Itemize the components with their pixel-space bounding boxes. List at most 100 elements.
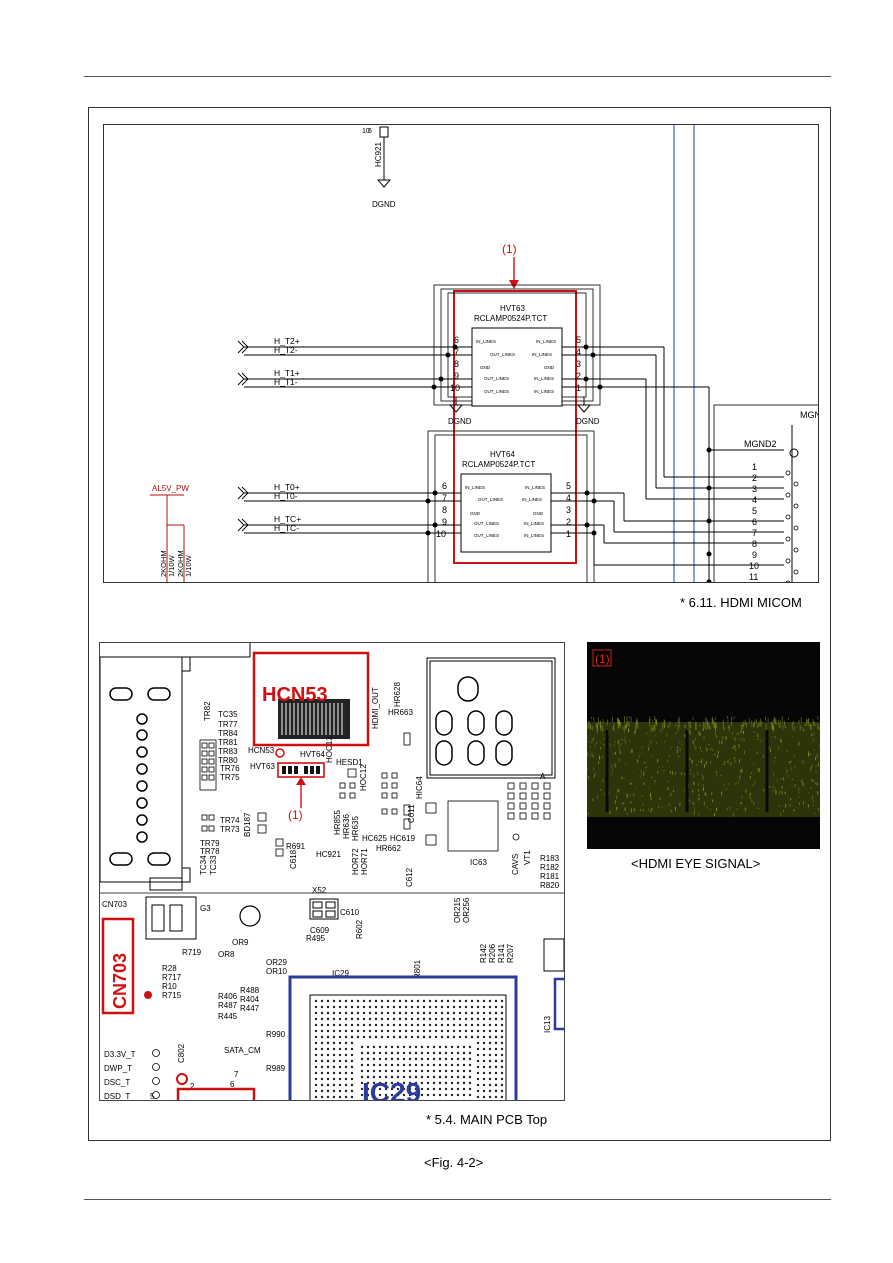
conn-pin-9: 9 [752,550,757,560]
hvt64-pin-r0: 5 [566,481,571,491]
ic13: IC13 [543,1016,552,1033]
tc33: TC33 [209,855,218,875]
bottom-highlight [176,1087,256,1100]
hdmi-out: HDMI_OUT [371,687,380,729]
schematic-caption: * 6.11. HDMI MICOM [680,595,802,610]
dgnd-label: DGND [372,200,396,209]
bd187: BD187 [243,812,252,837]
connector-partial-label: MGN [800,410,819,420]
hvt64-in-left-0: IN_LINES [465,485,485,490]
hvt64-pin-l4: 10 [436,529,446,539]
hvt64-in-left-1: OUT_LINES [478,497,503,502]
hvt64-part: RCLAMP0524P.TCT [462,460,535,469]
bga-inner-grid [360,1045,472,1100]
hvt63-pin-l3: 9 [454,371,459,381]
c618: C618 [289,849,298,869]
tr73: TR73 [220,825,240,834]
hr663: HR663 [388,708,413,717]
hvt64-in-left-3: OUT_LINES [474,521,499,526]
footer-rule [84,1199,831,1200]
pin-6-label: 6 [368,128,372,135]
tr78: TR78 [200,847,220,856]
or10: OR10 [266,967,287,976]
hvt64-in-right-4: IN_LINES [524,533,544,538]
r717: R717 [162,973,182,982]
num-6: 6 [230,1080,235,1089]
d33v-t: D3.3V_T [104,1050,136,1059]
tr74: TR74 [220,816,240,825]
tr82: TR82 [203,701,212,721]
r990: R990 [266,1030,286,1039]
hvt63-pin-l4: 10 [450,383,460,393]
r181: R181 [540,872,560,881]
r28: R28 [162,964,177,973]
hvt63-pin-l1: 7 [454,347,459,357]
r142: R142 [479,943,488,963]
hc921-capacitor [379,126,389,138]
conn-pin-3: 3 [752,484,757,494]
r691: R691 [286,842,306,851]
conn-pin-7: 7 [752,528,757,538]
pcb-drawing: HCN53 TR82 TC35 TR77 TR84 TR81 TR83 TR80… [100,643,564,1100]
vt1: VT1 [523,850,532,865]
hr635: HR635 [351,816,360,841]
hvt64-pin-r4: 1 [566,529,571,539]
cn703-highlight [101,917,135,1015]
conn-pin-4: 4 [752,495,757,505]
hvt63-in-left-2: GND [480,365,491,370]
connector-mgnd2: MGND2 [744,439,777,449]
hc625: HC625 [362,834,387,843]
hc921-pcb: HC921 [316,850,341,859]
tr76: TR76 [220,764,240,773]
sata-cm: SATA_CM [224,1046,261,1055]
resistor-1-power: 1/10W [167,554,176,577]
c610: C610 [340,908,360,917]
net-h-t1n: H_T1- [274,377,298,387]
hvt64-pin-r2: 3 [566,505,571,515]
r820: R820 [540,881,560,890]
hvt63-ref: HVT63 [500,304,525,313]
hor71: HOR71 [360,848,369,875]
r445: R445 [218,1012,238,1021]
r182: R182 [540,863,560,872]
r719: R719 [182,948,202,957]
main-pcb-top: HCN53 TR82 TC35 TR77 TR84 TR81 TR83 TR80… [99,642,565,1101]
net-h-t0p: H_T0+ [274,482,300,492]
pcb-caption: * 5.4. MAIN PCB Top [426,1112,548,1127]
hr628: HR628 [393,682,402,707]
hcn53-small: HCN53 [248,746,275,755]
conn-pin-11: 11 [749,572,758,582]
or9: OR9 [232,938,249,947]
tr81: TR81 [218,738,238,747]
hvt63-part: RCLAMP0524P.TCT [474,314,547,323]
hoc12: HOC12 [359,764,368,791]
r602: R602 [355,919,364,939]
hc619: HC619 [390,834,415,843]
marker-1: (1) [502,242,517,256]
net-h-t2p: H_T2+ [274,336,300,346]
hvt63-pin-l2: 8 [454,359,459,369]
r141: R141 [497,943,506,963]
net-h-tcp: H_TC+ [274,514,301,524]
hr662: HR662 [376,844,401,853]
bga-ball-grid [314,999,504,1099]
hvt64-pin-l2: 8 [442,505,447,515]
net-h-t0n: H_T0- [274,491,298,501]
hvt64-pin-r3: 2 [566,517,571,527]
r404: R404 [240,995,260,1004]
hvt64-pin-r1: 4 [566,493,571,503]
tr77: TR77 [218,720,238,729]
conn-pin-8: 8 [752,539,757,549]
highlight-box [453,290,577,564]
r206: R206 [488,943,497,963]
eye-marker-1: (1) [595,652,610,666]
hvt64-in-right-0: IN_LINES [525,485,545,490]
dgnd-label-2: DGND [448,417,472,426]
dsc-t: DSC_T [104,1078,130,1087]
eye-diagram: (1) [587,642,820,849]
cn703-small: CN703 [102,900,127,909]
dwp-t: DWP_T [104,1064,132,1073]
hesd1: HESD1 [336,758,363,767]
tc34: TC34 [199,855,208,875]
hvt64-chip [460,473,552,553]
